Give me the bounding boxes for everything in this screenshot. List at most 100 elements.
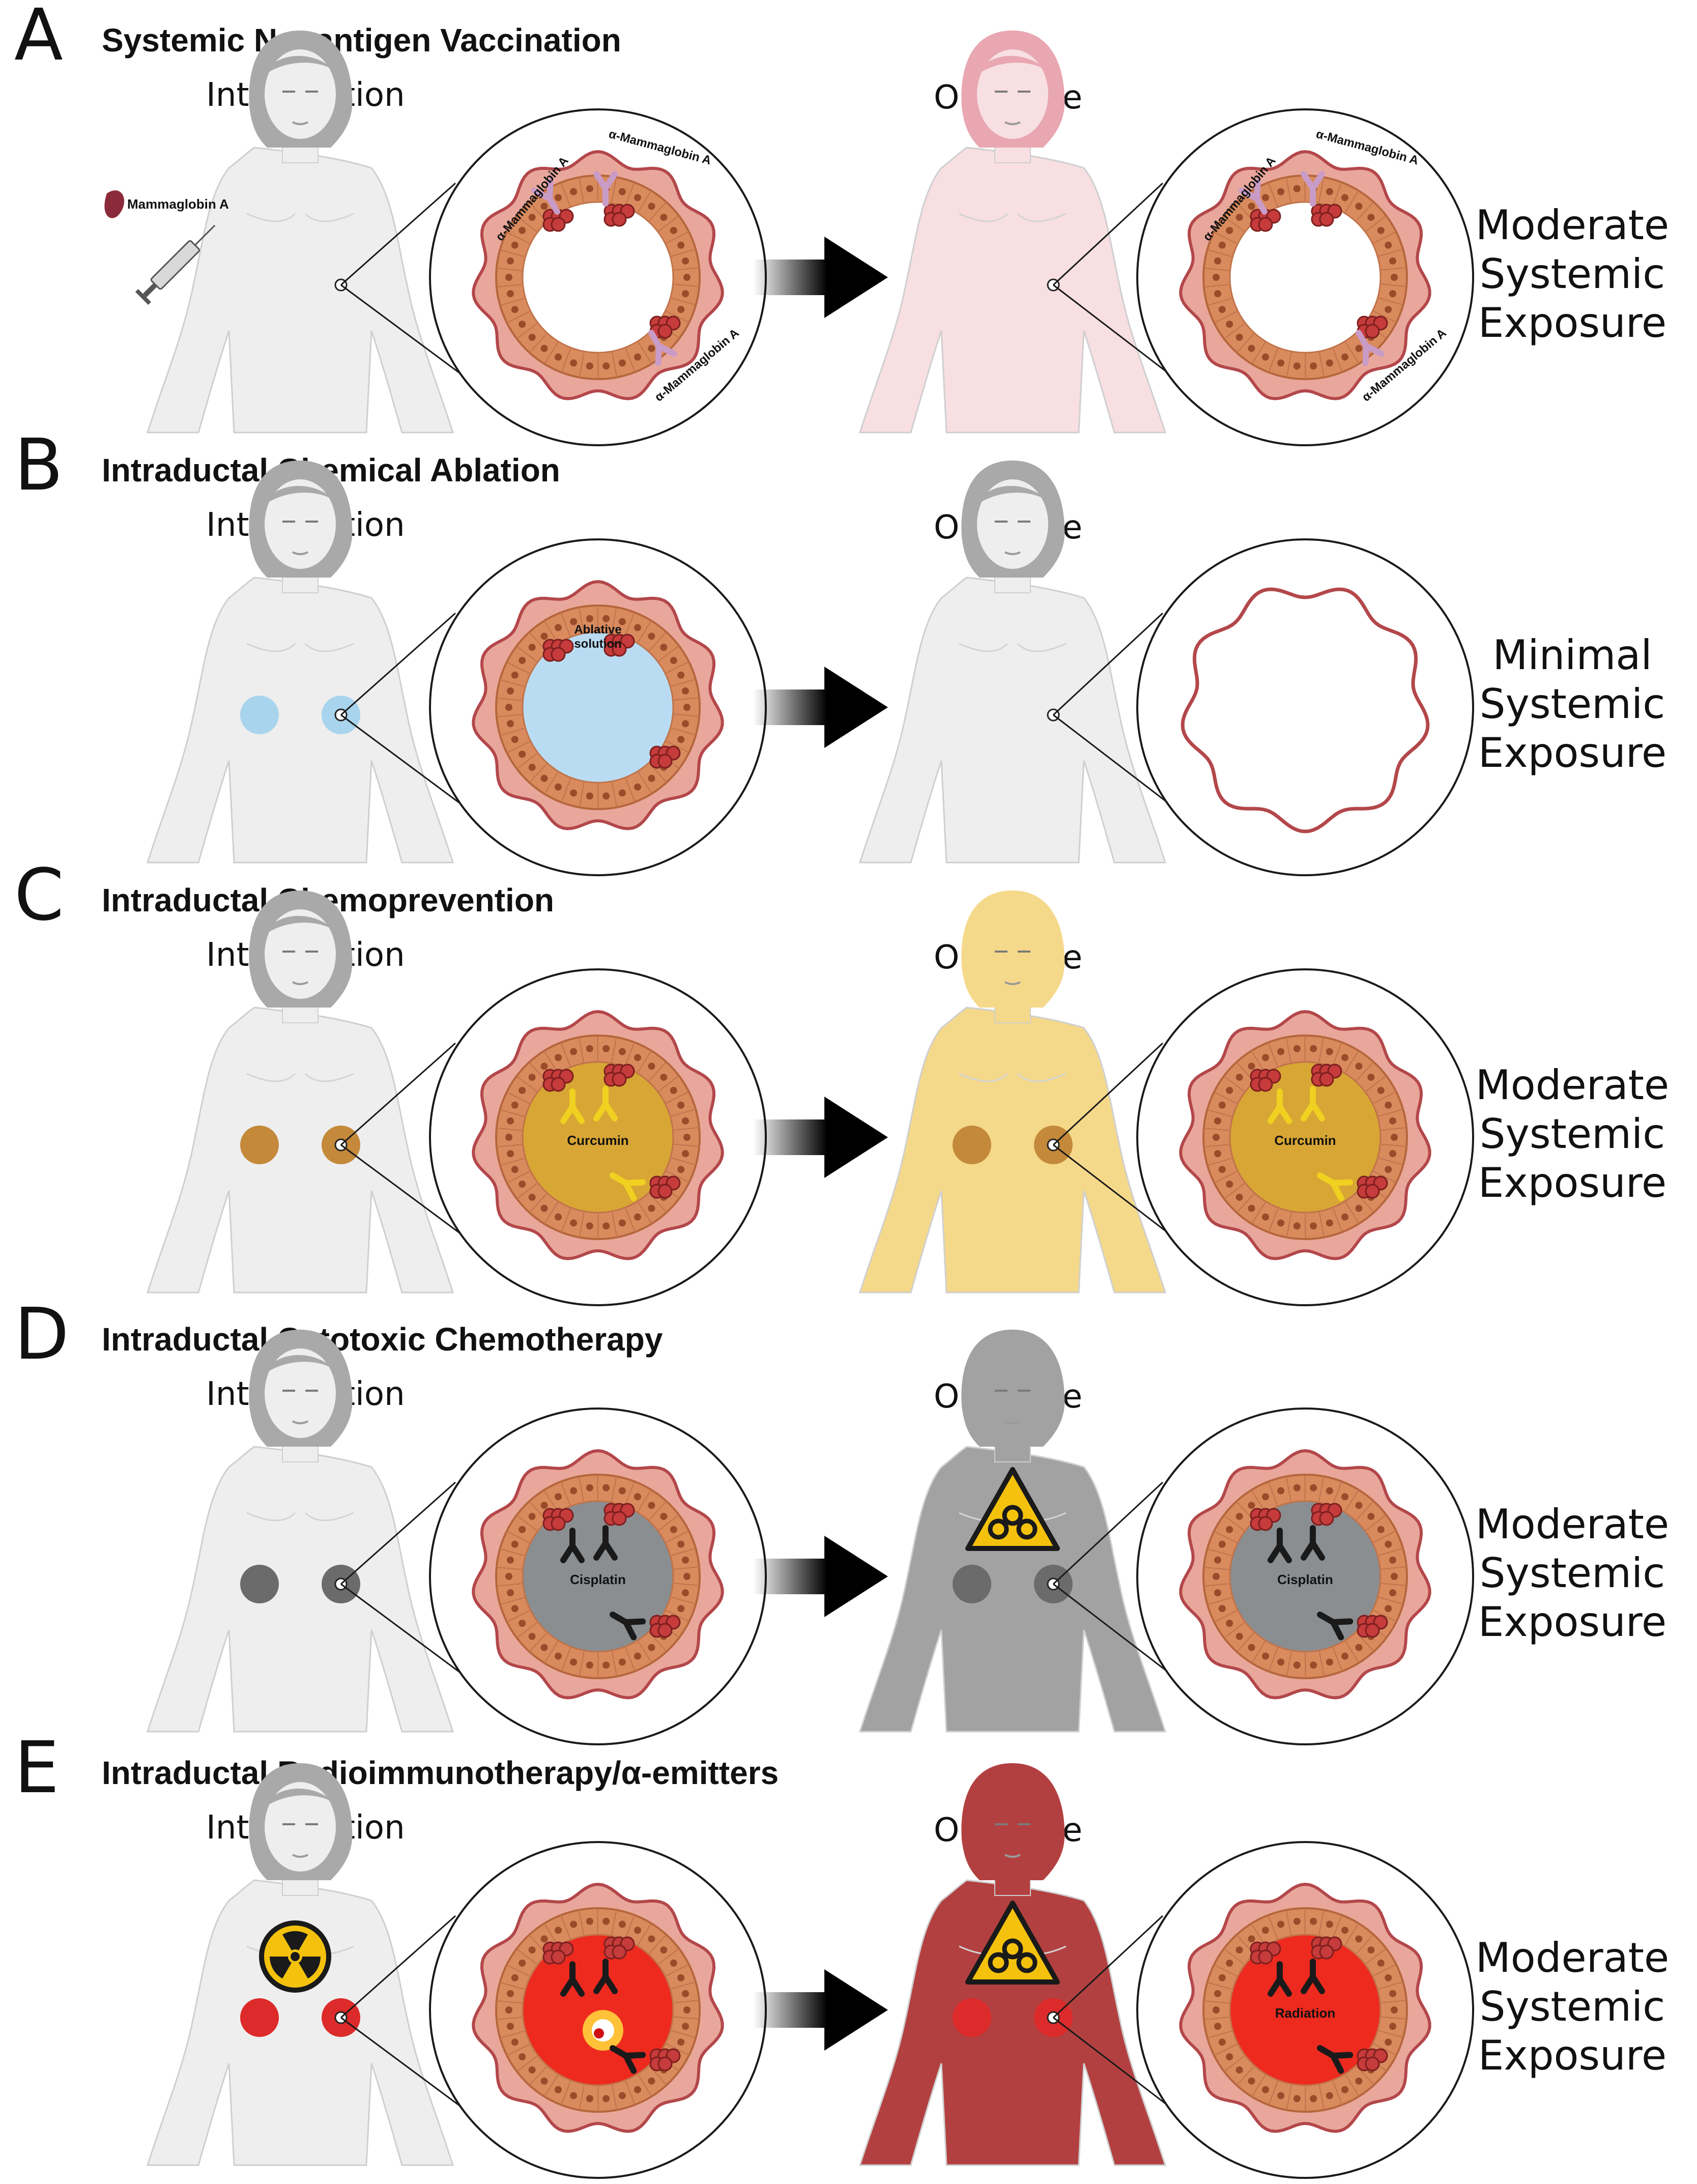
panel-letter: D [14, 1293, 69, 1376]
empty-duct-outline [1181, 587, 1430, 834]
exposure-level: Moderate [1475, 1934, 1670, 1981]
duct-inset-right: Cisplatin [1136, 1407, 1474, 1745]
antibody-icon [1317, 1172, 1354, 1201]
tumor-cell [1319, 212, 1334, 227]
duct-lumen [522, 1061, 674, 1214]
radiation-icon [259, 1920, 331, 1993]
exposure-word: Exposure [1478, 1159, 1667, 1206]
biohazard-warning-icon [965, 1901, 1060, 1985]
exposure-word: Exposure [1478, 729, 1667, 777]
antibody-icon [560, 1528, 585, 1563]
antibody-icon [1301, 1525, 1325, 1561]
breast-marker-left [953, 1565, 991, 1603]
antibody-icon [531, 178, 560, 215]
exposure-word: Exposure [1478, 2032, 1667, 2079]
tumor-cell [1319, 1072, 1334, 1087]
right-arrow-icon [753, 667, 888, 748]
ablative-solution-label: Ablative [574, 623, 621, 637]
antibody-icon [1239, 178, 1268, 215]
tumor-cell [1365, 324, 1380, 339]
tumor-cell [612, 1944, 627, 1960]
duct-inset-right [1136, 538, 1474, 876]
exposure-systemic: Systemic [1479, 1549, 1665, 1597]
duct-inset-left: Curcumin [429, 968, 767, 1306]
outcome-figure [858, 31, 1167, 434]
intervention-figure [146, 461, 454, 864]
duct-inset-right: Radiation [1136, 1841, 1474, 2179]
outcome-figure [858, 890, 1167, 1294]
exposure-word: Exposure [1478, 299, 1667, 347]
duct-lumen [1229, 201, 1382, 354]
antibody-icon [1317, 1612, 1354, 1641]
tumor-cell [612, 1072, 627, 1087]
tumor-cell [551, 1949, 566, 1965]
panel-illustration: Cisplatin Cisplatin [146, 1330, 1474, 1745]
tumor-cell [551, 217, 566, 232]
tumor-cell [551, 647, 566, 662]
right-arrow-icon [753, 1969, 888, 2051]
antibody-icon [1301, 1086, 1325, 1122]
duct-lumen [1229, 1061, 1382, 1214]
antibody-icon [1301, 171, 1325, 207]
tumor-cell [657, 754, 673, 769]
intervention-figure [146, 31, 454, 434]
duct-lumen [522, 631, 674, 784]
panel-letter: C [14, 854, 64, 937]
tumor-cell [551, 1077, 566, 1092]
exposure-word: Exposure [1478, 1598, 1667, 1646]
agent-label: Radiation [1275, 2005, 1335, 2021]
tumor-cell [1365, 2056, 1380, 2072]
agent-label: Cisplatin [570, 1572, 626, 1587]
panel-e: E Intraductal Radioimmunotherapy/α-emitte… [0, 1727, 1697, 2179]
tumor-cell [551, 1516, 566, 1531]
panel-letter: A [14, 0, 63, 77]
duct-inset-right: Curcumin [1136, 968, 1474, 1306]
outcome-figure [858, 1763, 1167, 2166]
tumor-cell [612, 642, 627, 657]
tumor-cell [657, 1184, 673, 1199]
tumor-cell [1319, 1944, 1334, 1960]
antibody-icon [593, 1959, 618, 1994]
duct-inset-left [429, 1841, 767, 2179]
tumor-cell [657, 324, 673, 339]
breast-marker-left [953, 1998, 991, 2037]
tumor-cell [1319, 1511, 1334, 1526]
exposure-systemic: Systemic [1479, 680, 1665, 728]
antibody-icon [1268, 1961, 1292, 1997]
antibody-icon [1268, 1088, 1292, 1124]
intervention-figure [146, 1330, 454, 1733]
antigen-label: Mammaglobin A [127, 196, 229, 212]
duct-lumen [522, 1500, 674, 1653]
duct-inset-right: α-Mammaglobin Aα-Mammaglobin Aα-Mammaglo… [1136, 108, 1474, 446]
tumor-cell [1258, 1516, 1273, 1531]
duct-inset-left: Cisplatin [429, 1407, 767, 1745]
duct-inset-left: α-Mammaglobin Aα-Mammaglobin Aα-Mammaglo… [429, 108, 767, 446]
tumor-cell [612, 1511, 627, 1526]
duct-lumen [1229, 1934, 1382, 2086]
tumor-cell [1258, 217, 1273, 232]
panel-title: Systemic Neoantigen Vaccination [102, 22, 621, 59]
antibody-icon [1268, 1528, 1292, 1563]
exposure-systemic: Systemic [1479, 1983, 1665, 2030]
panel-illustration: Radiation [146, 1763, 1474, 2179]
right-arrow-icon [753, 237, 888, 318]
right-arrow-icon [753, 1097, 888, 1178]
antibody-icon [1301, 1959, 1325, 1994]
antibody-icon [610, 1172, 646, 1201]
tumor-cell [657, 1623, 673, 1638]
outcome-figure [858, 1330, 1167, 1733]
panel-title: Intraductal Radioimmunotherapy/α-emitter… [102, 1755, 779, 1791]
intervention-figure [146, 1763, 454, 2166]
agent-label: Curcumin [1274, 1133, 1336, 1148]
panel-letter: E [14, 1727, 60, 1809]
